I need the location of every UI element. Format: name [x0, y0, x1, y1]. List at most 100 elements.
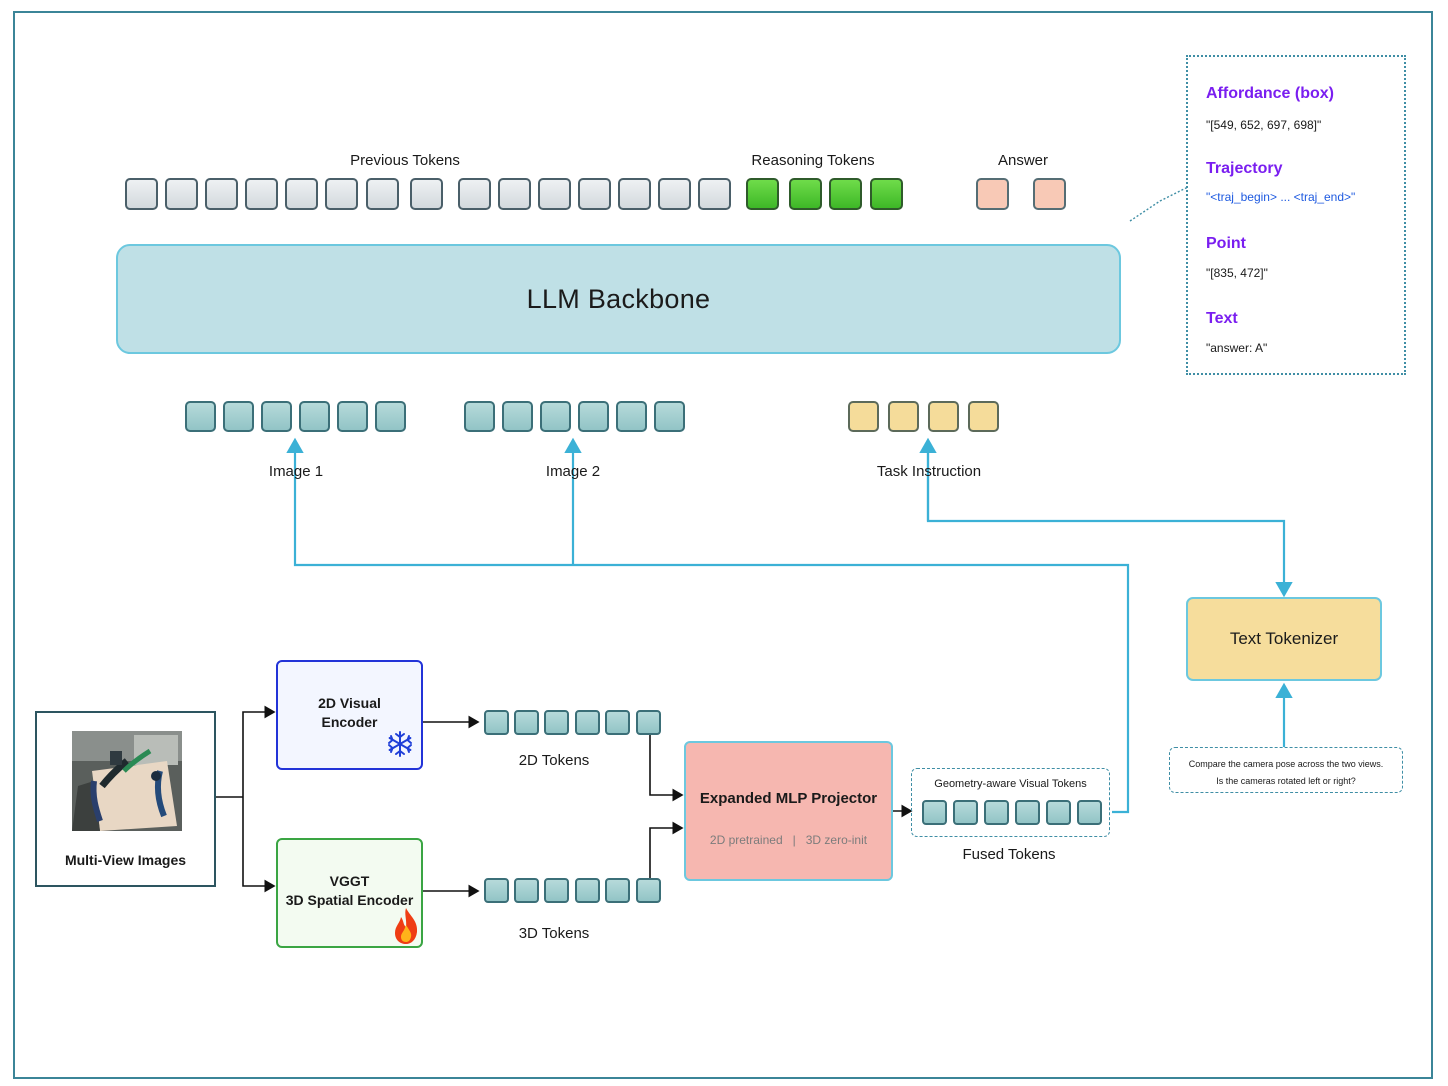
- fused-to-images-wire: [286, 437, 1130, 814]
- reasoning-tokens-label: Reasoning Tokens: [751, 152, 875, 169]
- trajectory-value: "<traj_begin> ... <traj_end>": [1206, 190, 1356, 204]
- prompt-box: Compare the camera pose across the two v…: [1169, 747, 1403, 793]
- fused-token: [984, 800, 1009, 825]
- encoder-3d-line-2: 3D Spatial Encoder: [285, 892, 414, 908]
- reasoning-token: [746, 178, 779, 210]
- previous-token: [165, 178, 198, 210]
- token-3d: [605, 878, 630, 903]
- tokens-3d-label: 3D Tokens: [518, 925, 590, 942]
- answer-token: [1033, 178, 1066, 210]
- token-2d: [605, 710, 630, 735]
- projector-title: Expanded MLP Projector: [699, 790, 878, 807]
- fused-token: [1015, 800, 1040, 825]
- instruction-token: [888, 401, 919, 432]
- token-2d: [575, 710, 600, 735]
- image1-token: [185, 401, 216, 432]
- spatial-encoder-3d: VGGT 3D Spatial Encoder: [276, 838, 423, 948]
- image1-token: [223, 401, 254, 432]
- affordance-value: "[549, 652, 697, 698]": [1206, 118, 1322, 132]
- token-3d: [484, 878, 509, 903]
- image2-token: [616, 401, 647, 432]
- instruction-token: [848, 401, 879, 432]
- tokens3d-to-projector-wire: [649, 821, 684, 878]
- flame-icon: [395, 908, 418, 944]
- fused-token: [1046, 800, 1071, 825]
- encoder-2d-line-2: Encoder: [321, 714, 378, 730]
- token-2d: [636, 710, 661, 735]
- answer-label: Answer: [997, 152, 1049, 169]
- token-3d: [636, 878, 661, 903]
- text-tokenizer: Text Tokenizer: [1186, 597, 1382, 681]
- token-2d: [514, 710, 539, 735]
- expanded-mlp-projector: Expanded MLP Projector 2D pretrained | 3…: [684, 741, 893, 881]
- affordance-title: Affordance (box): [1206, 85, 1334, 102]
- image2-token: [540, 401, 571, 432]
- previous-token: [578, 178, 611, 210]
- llm-backbone: LLM Backbone: [116, 244, 1121, 354]
- geometry-aware-tokens-box: Geometry-aware Visual Tokens: [911, 768, 1110, 837]
- token-2d: [544, 710, 569, 735]
- reasoning-token: [870, 178, 903, 210]
- previous-token: [125, 178, 158, 210]
- image1-token: [261, 401, 292, 432]
- instruction-token: [968, 401, 999, 432]
- robot-scene-image: [72, 731, 182, 831]
- mv-to-2d-wire: [242, 705, 276, 797]
- previous-token: [658, 178, 691, 210]
- reasoning-token: [829, 178, 862, 210]
- text-title: Text: [1206, 310, 1238, 327]
- task-instruction-label: Task Instruction: [876, 463, 982, 480]
- image2-token: [654, 401, 685, 432]
- previous-tokens-label: Previous Tokens: [350, 152, 460, 169]
- point-value: "[835, 472]": [1206, 266, 1268, 280]
- visual-encoder-2d: 2D Visual Encoder: [276, 660, 423, 770]
- reasoning-token: [789, 178, 822, 210]
- image1-token: [337, 401, 368, 432]
- projector-subtitle: 2D pretrained | 3D zero-init: [709, 833, 868, 847]
- image2-token: [578, 401, 609, 432]
- outputs-dotted-connector: [1129, 186, 1189, 222]
- previous-token: [325, 178, 358, 210]
- previous-token: [538, 178, 571, 210]
- instruction-tokenizer-wire: [926, 440, 1293, 598]
- image2-token: [502, 401, 533, 432]
- fused-token: [953, 800, 978, 825]
- token-3d: [575, 878, 600, 903]
- instruction-token: [928, 401, 959, 432]
- previous-token: [205, 178, 238, 210]
- previous-token: [698, 178, 731, 210]
- token-3d: [514, 878, 539, 903]
- token-3d: [544, 878, 569, 903]
- encoder-3d-line-1: VGGT: [329, 873, 370, 889]
- snowflake-icon: [388, 731, 412, 757]
- tokens-2d-label: 2D Tokens: [518, 752, 590, 769]
- image2-label: Image 2: [545, 463, 601, 480]
- mv-to-3d-wire: [242, 797, 276, 893]
- previous-token: [245, 178, 278, 210]
- tokens2d-to-projector-wire: [649, 735, 684, 802]
- image1-label: Image 1: [268, 463, 324, 480]
- multi-view-images-box: Multi-View Images: [35, 711, 216, 887]
- fused-tokens-label: Fused Tokens: [962, 846, 1056, 863]
- point-title: Point: [1206, 235, 1246, 252]
- outputs-panel: Affordance (box) "[549, 652, 697, 698]" …: [1186, 55, 1406, 375]
- geometry-aware-tokens-label: Geometry-aware Visual Tokens: [934, 778, 1087, 790]
- multi-view-images-label: Multi-View Images: [64, 852, 187, 868]
- previous-token: [458, 178, 491, 210]
- image1-token: [375, 401, 406, 432]
- prompt-line-2: Is the cameras rotated left or right?: [1216, 776, 1356, 786]
- answer-token: [976, 178, 1009, 210]
- previous-token: [618, 178, 651, 210]
- image1-token: [299, 401, 330, 432]
- previous-token: [498, 178, 531, 210]
- fused-token: [1077, 800, 1102, 825]
- image2-token: [464, 401, 495, 432]
- encoder-2d-line-1: 2D Visual: [318, 695, 381, 711]
- prompt-line-1: Compare the camera pose across the two v…: [1188, 759, 1384, 769]
- previous-token: [410, 178, 443, 210]
- previous-token: [285, 178, 318, 210]
- fused-token: [922, 800, 947, 825]
- text-value: "answer: A": [1206, 341, 1268, 355]
- diagram-frame: [13, 11, 1433, 1079]
